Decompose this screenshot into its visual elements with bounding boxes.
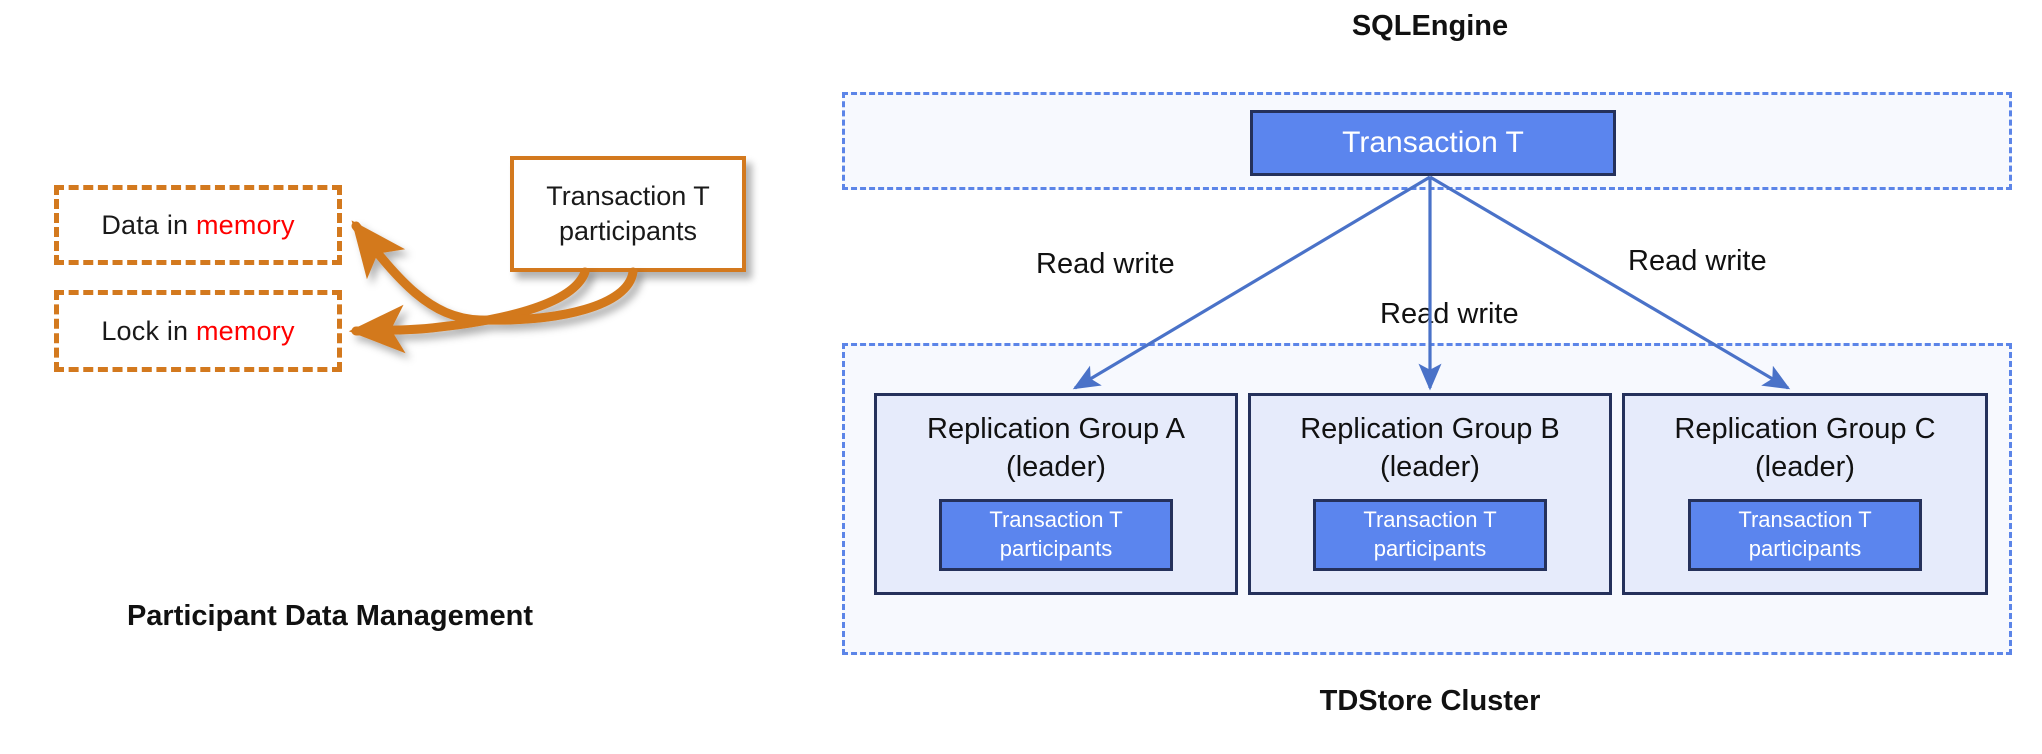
sqlengine-title: SQLEngine	[1180, 10, 1680, 43]
lock-in-memory-prefix: Lock in	[101, 315, 196, 346]
lock-in-memory-label: Lock in memory	[101, 316, 294, 347]
replication-group-b-participants-label: Transaction T participants	[1363, 506, 1497, 561]
replication-group-b-participants-box: Transaction T participants	[1313, 498, 1547, 571]
data-in-memory-box: Data in memory	[54, 185, 342, 265]
left-panel-title: Participant Data Management	[60, 600, 600, 633]
left-panel-title-text: Participant Data Management	[126, 600, 534, 632]
tdstore-title: TDStore Cluster	[1180, 685, 1680, 718]
participants-source-label: Transaction T participants	[546, 181, 710, 246]
data-in-memory-prefix: Data in	[101, 209, 196, 240]
transaction-t-label: Transaction T	[1342, 126, 1524, 159]
data-in-memory-highlight: memory	[195, 209, 295, 240]
replication-group-a-participants-label: Transaction T participants	[989, 506, 1123, 561]
replication-group-c-participants-label: Transaction T participants	[1738, 506, 1872, 561]
participants-source-box: Transaction T participants	[510, 156, 746, 272]
replication-group-a-box: Replication Group A (leader) Transaction…	[874, 393, 1238, 595]
edge-label-read-write-a: Read write	[1036, 248, 1175, 281]
replication-group-b-title: Replication Group B (leader)	[1300, 413, 1560, 484]
tdstore-title-text: TDStore Cluster	[1319, 685, 1541, 717]
replication-group-a-participants-box: Transaction T participants	[939, 498, 1173, 571]
replication-group-a-title: Replication Group A (leader)	[927, 413, 1185, 484]
sqlengine-title-text: SQLEngine	[1351, 10, 1509, 42]
transaction-t-box: Transaction T	[1250, 110, 1616, 176]
lock-in-memory-highlight: memory	[195, 315, 295, 346]
replication-group-c-box: Replication Group C (leader) Transaction…	[1622, 393, 1988, 595]
edge-label-read-write-c-text: Read write	[1628, 245, 1767, 277]
arrow-participants-to-data	[348, 267, 590, 354]
edge-label-read-write-a-text: Read write	[1036, 248, 1175, 280]
data-in-memory-label: Data in memory	[101, 210, 294, 241]
edge-label-read-write-b-text: Read write	[1380, 298, 1519, 330]
edge-label-read-write-c: Read write	[1628, 245, 1767, 278]
edge-label-read-write-b: Read write	[1380, 298, 1519, 331]
lock-in-memory-box: Lock in memory	[54, 290, 342, 372]
replication-group-b-box: Replication Group B (leader) Transaction…	[1248, 393, 1612, 595]
replication-group-c-participants-box: Transaction T participants	[1688, 498, 1922, 571]
replication-group-c-title: Replication Group C (leader)	[1674, 413, 1936, 484]
